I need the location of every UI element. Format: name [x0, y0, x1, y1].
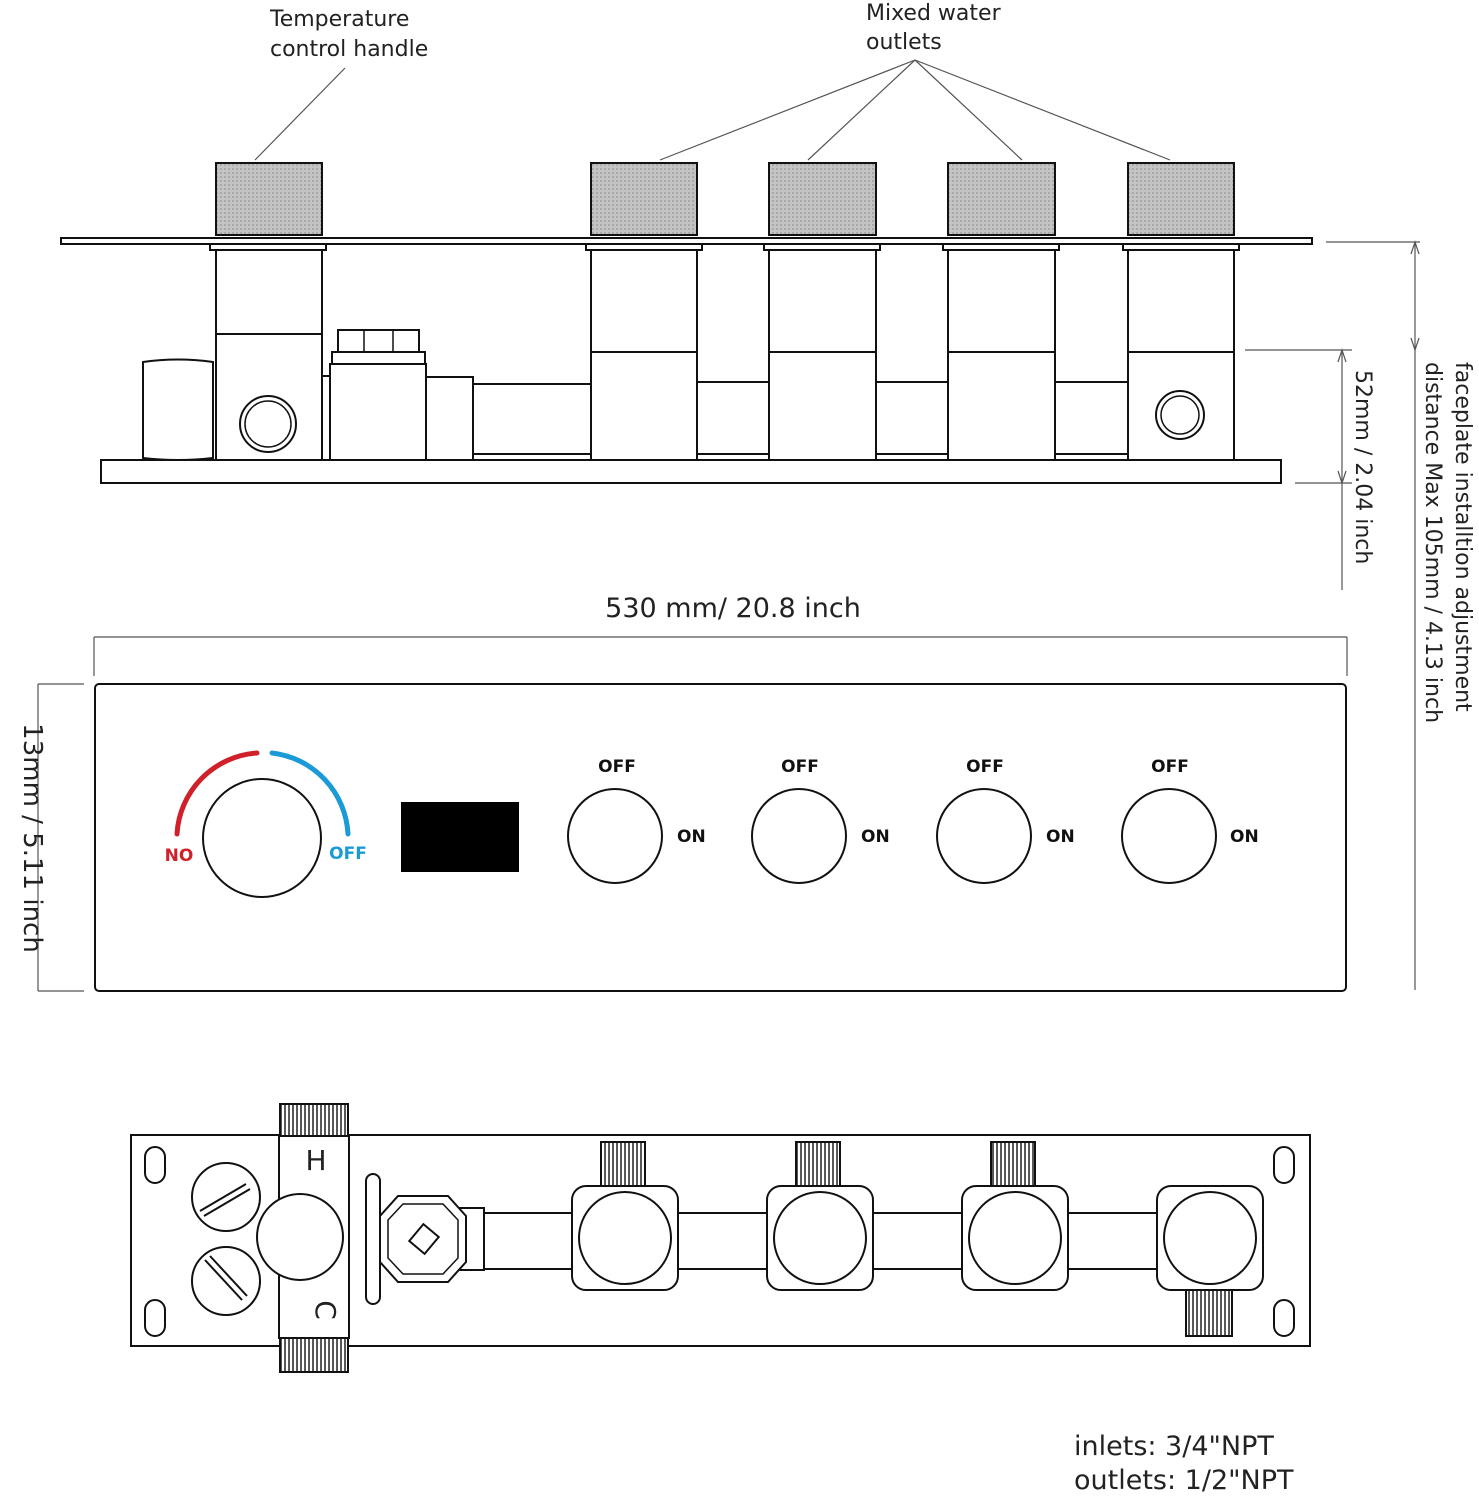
mounting-slot — [144, 1146, 166, 1184]
outlet-knob-2 — [768, 162, 877, 236]
callout-handle-line2: control handle — [270, 37, 428, 62]
switch-on-label: ON — [1046, 827, 1075, 847]
inlets-spec: inlets: 3/4"NPT — [1074, 1431, 1274, 1462]
switch-off-label: OFF — [966, 757, 1004, 777]
cold-inlet-thread — [279, 1337, 349, 1373]
switch-knob — [936, 788, 1032, 884]
body-segment — [425, 376, 474, 461]
valve-body-view: H C — [130, 1103, 1311, 1373]
mounting-slot — [1273, 1146, 1295, 1184]
temperature-handle-knob — [215, 162, 323, 236]
outlet-cartridge-2 — [768, 249, 877, 461]
switch-knob — [1121, 788, 1217, 884]
outlet-knob-4 — [1127, 162, 1235, 236]
outlet-thread — [795, 1141, 841, 1187]
outlet-cartridge-3 — [947, 249, 1056, 461]
switch-knob — [751, 788, 847, 884]
side-view: Temperature control handle Mixed water o… — [60, 1, 1313, 484]
body-segment — [875, 381, 949, 455]
check-valve-block — [321, 329, 427, 461]
back-plate — [100, 459, 1282, 484]
temperature-dial — [202, 778, 322, 898]
outlet-knob-3 — [947, 162, 1056, 236]
width-dimension: 530 mm/ 20.8 inch — [93, 593, 1348, 676]
check-valve — [379, 1195, 485, 1283]
mounting-slot — [1273, 1299, 1295, 1337]
height-label: 13mm / 5.11 inch — [17, 723, 47, 953]
callout-outlets-line1: Mixed water — [866, 1, 1002, 26]
outlet-switch-2: OFF ON — [751, 757, 890, 884]
outlet-thread — [990, 1141, 1036, 1187]
callout-handle-line1: Temperature — [269, 7, 409, 32]
thermostatic-cartridge — [256, 1193, 344, 1281]
front-panel-plate — [94, 683, 1347, 992]
mounting-slot — [144, 1299, 166, 1337]
switch-knob — [567, 788, 663, 884]
leader-outlets — [659, 59, 1171, 161]
switch-on-label: ON — [677, 827, 706, 847]
leader-handle — [254, 67, 346, 161]
outlet-valve-2 — [766, 1141, 874, 1291]
switch-on-label: ON — [1230, 827, 1259, 847]
outlet-switch-4: OFF ON — [1121, 757, 1259, 884]
outlet-valve-3 — [961, 1141, 1069, 1291]
stop-screw-bottom — [191, 1246, 261, 1316]
display-screen — [401, 802, 519, 872]
bracket — [365, 1173, 381, 1305]
adjustment-dimension: faceplate installtion adjustment distanc… — [1326, 240, 1475, 990]
body-segment — [472, 383, 592, 455]
front-panel: NO OFF OFF ON OFF ON OFF ON OFF ON — [94, 683, 1347, 992]
callout-outlets-line2: outlets — [866, 30, 942, 55]
outlet-cartridge-4 — [1127, 249, 1235, 461]
outlet-thread — [600, 1141, 646, 1187]
outlet-switch-1: OFF ON — [567, 757, 706, 884]
body-segment — [696, 381, 770, 455]
adjustment-label-line1: faceplate installtion adjustment — [1450, 362, 1475, 712]
inlet-cylinder — [142, 358, 214, 461]
height-dimension: 13mm / 5.11 inch — [17, 683, 84, 992]
adjustment-label-line2: distance Max 105mm / 4.13 inch — [1420, 362, 1445, 723]
outlets-spec: outlets: 1/2"NPT — [1074, 1465, 1294, 1496]
outlet-switch-3: OFF ON — [936, 757, 1075, 884]
hot-marker: H — [305, 1144, 326, 1177]
width-label: 530 mm/ 20.8 inch — [605, 593, 861, 624]
switch-on-label: ON — [861, 827, 890, 847]
hot-arc — [174, 750, 260, 837]
switch-off-label: OFF — [598, 757, 636, 777]
outlet-cartridge-1 — [590, 249, 698, 461]
depth-dimension: 52mm / 2.04 inch — [1245, 348, 1375, 590]
outlet-knob-1 — [590, 162, 698, 236]
outlet-valve-1 — [571, 1141, 679, 1291]
switch-off-label: OFF — [781, 757, 819, 777]
dial-label-no: NO — [165, 846, 194, 866]
outlet-thread — [1185, 1289, 1233, 1337]
body-segment — [1054, 381, 1129, 455]
stop-screw-top — [191, 1162, 261, 1232]
depth-label: 52mm / 2.04 inch — [1350, 370, 1375, 564]
mixer-cartridge-body — [215, 249, 323, 461]
hot-inlet-thread — [279, 1103, 349, 1137]
dial-label-off: OFF — [329, 844, 367, 864]
switch-off-label: OFF — [1151, 757, 1189, 777]
cold-arc — [269, 750, 351, 837]
outlet-valve-4 — [1156, 1185, 1264, 1337]
cold-marker: C — [309, 1300, 342, 1320]
